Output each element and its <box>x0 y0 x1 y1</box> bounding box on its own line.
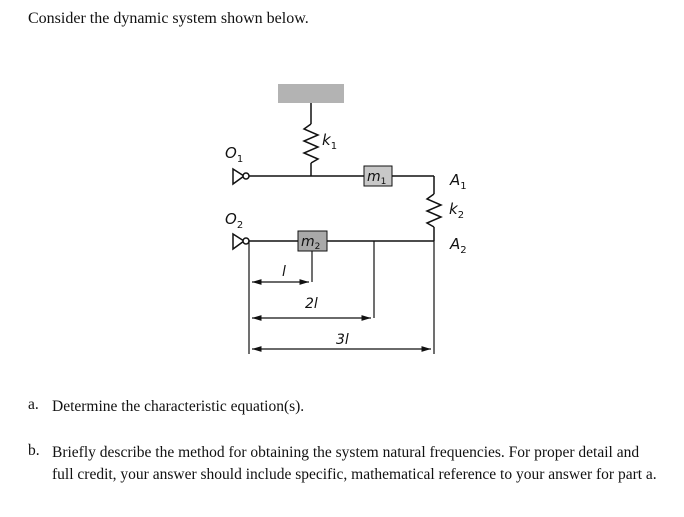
label-dimension-3l: 3l <box>336 332 349 348</box>
label-dimension-l: l <box>282 264 286 280</box>
pivot-o1 <box>232 167 250 186</box>
ground-block <box>278 84 344 103</box>
question-b-text: Briefly describe the method for obtainin… <box>52 444 657 483</box>
question-b: b. Briefly describe the method for obtai… <box>28 442 664 486</box>
label-dimension-2l: 2l <box>305 296 318 312</box>
label-o2: O2 <box>225 210 243 231</box>
extension-lines <box>248 241 435 354</box>
label-m1: m1 <box>367 169 386 187</box>
label-a1: A1 <box>449 171 467 192</box>
question-a: a. Determine the characteristic equation… <box>28 396 664 418</box>
label-k2: k2 <box>449 200 464 221</box>
label-a2: A2 <box>449 235 467 256</box>
question-a-label: a. <box>28 396 39 413</box>
label-m2: m2 <box>301 234 320 252</box>
label-k1: k1 <box>322 131 337 152</box>
mass-m1 <box>363 165 393 187</box>
pivot-o2 <box>232 232 250 251</box>
spring-k1 <box>302 103 320 176</box>
question-a-text: Determine the characteristic equation(s)… <box>52 398 305 415</box>
label-o1: O1 <box>225 144 243 165</box>
question-b-label: b. <box>28 442 40 459</box>
spring-k2 <box>425 176 443 241</box>
problem-intro: Consider the dynamic system shown below. <box>28 10 309 27</box>
